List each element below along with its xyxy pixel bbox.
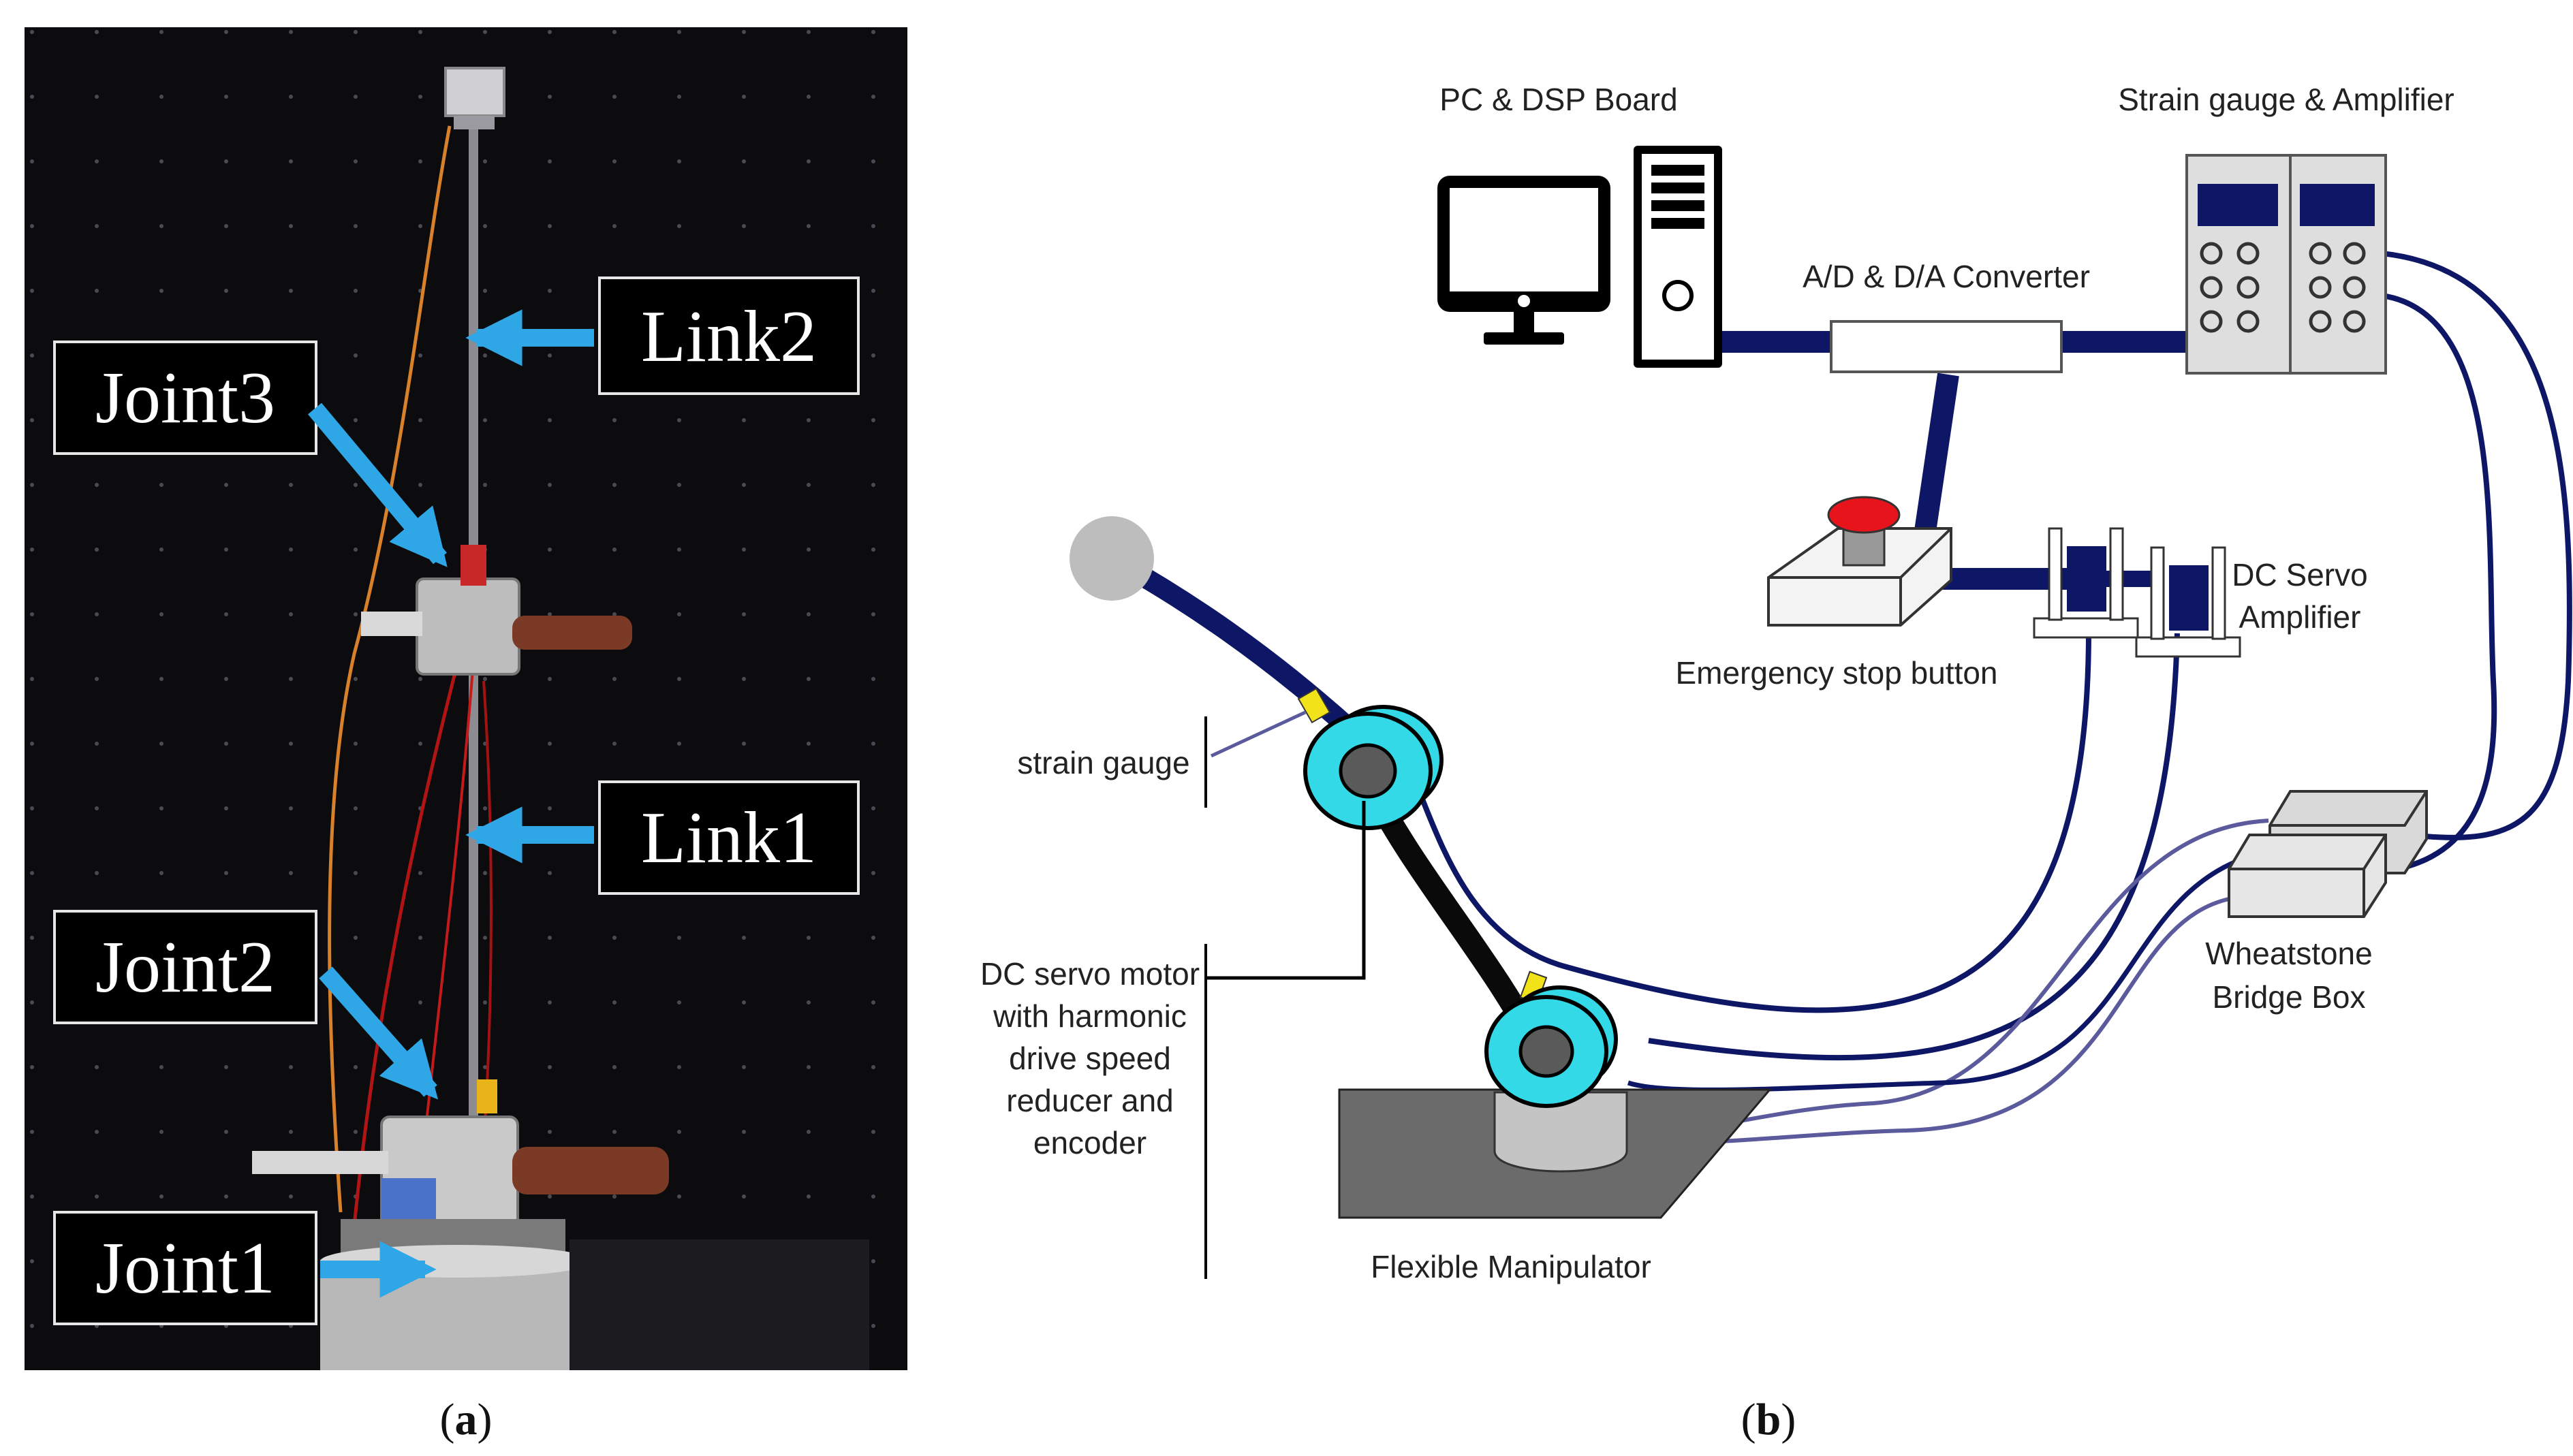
label-wheatstone-1: Wheatstone: [2205, 936, 2372, 971]
label-converter: A/D & D/A Converter: [1803, 259, 2090, 294]
label-link2: Link2: [598, 276, 860, 395]
label-joint3: Joint3: [53, 341, 317, 455]
label-estop: Emergency stop button: [1675, 655, 1997, 691]
wheatstone-bridge-box: [2228, 790, 2428, 918]
svg-text:drive speed: drive speed: [1009, 1041, 1171, 1076]
panel-b-diagram: PC & DSP Board A/D & D/A Converter Strai…: [980, 82, 2572, 1284]
caption-b: (b): [1741, 1395, 1796, 1444]
label-manipulator: Flexible Manipulator: [1371, 1249, 1651, 1284]
manipulator-photo: [252, 67, 869, 1370]
svg-text:Joint3: Joint3: [95, 358, 275, 439]
caption-a: (a): [440, 1395, 493, 1444]
label-dc-servo-1: DC Servo: [2232, 557, 2367, 592]
label-dc-servo-2: Amplifier: [2239, 599, 2361, 635]
dc-servo-amplifier: [2033, 527, 2241, 658]
label-joint2: Joint2: [53, 910, 317, 1024]
strain-amplifier: [2185, 154, 2387, 375]
label-wheatstone-2: Bridge Box: [2212, 979, 2365, 1015]
arrow-joint2: [319, 966, 439, 1100]
svg-text:with harmonic: with harmonic: [993, 998, 1187, 1034]
svg-text:Joint2: Joint2: [95, 927, 275, 1008]
pc-monitor: [1437, 176, 1610, 345]
end-effector: [1070, 516, 1154, 601]
label-motor: DC servo motor with harmonic drive speed…: [980, 956, 1200, 1160]
label-link1: Link1: [598, 780, 860, 895]
label-strain-gauge: strain gauge: [1017, 745, 1189, 780]
label-strain-amp: Strain gauge & Amplifier: [2118, 82, 2454, 117]
arrow-joint3: [308, 402, 448, 567]
svg-text:Link2: Link2: [641, 296, 817, 377]
cables: [1210, 251, 2572, 1145]
converter-box: [1830, 320, 2063, 373]
emergency-stop-button: [1767, 496, 1952, 627]
svg-text:Joint1: Joint1: [95, 1228, 275, 1309]
label-pc: PC & DSP Board: [1439, 82, 1677, 117]
panel-a-photo: Link2 Joint3 Link1 Joint2 Joint1: [25, 27, 907, 1370]
svg-text:Link1: Link1: [641, 797, 817, 879]
label-joint1: Joint1: [53, 1211, 317, 1325]
svg-text:encoder: encoder: [1033, 1125, 1147, 1160]
svg-text:DC servo motor: DC servo motor: [980, 956, 1200, 992]
flexible-manipulator: [1070, 516, 1773, 1219]
pc-tower: [1634, 146, 1722, 368]
svg-text:reducer and: reducer and: [1006, 1083, 1174, 1118]
